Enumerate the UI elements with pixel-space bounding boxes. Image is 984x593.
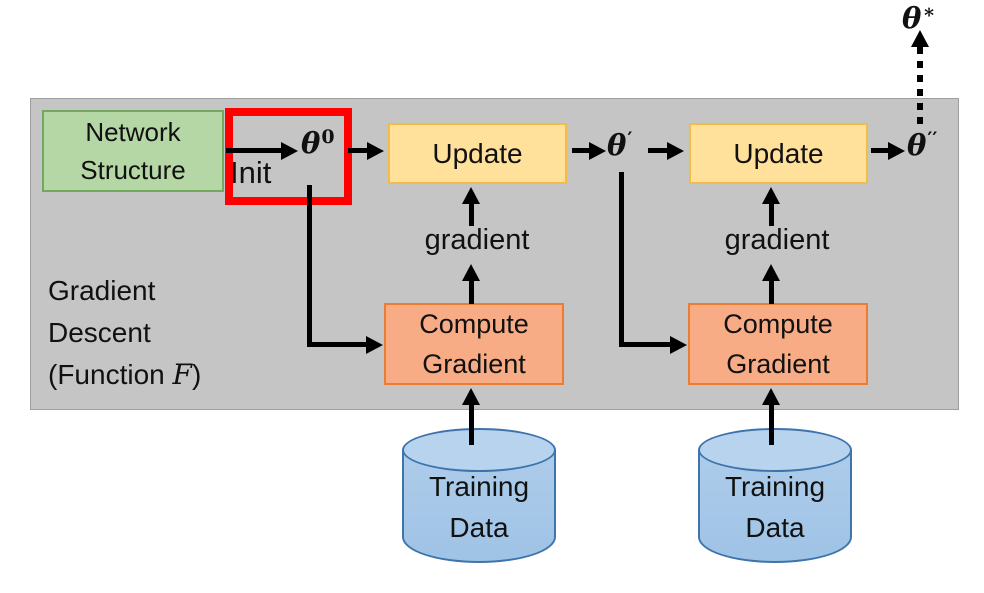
arrow-td2-cg2-head: [762, 388, 780, 405]
red-highlight-frame: [225, 108, 352, 205]
update1-node: Update: [388, 123, 567, 184]
dotted-arrow-theta2-to-thetastar: [917, 47, 923, 129]
cylinder-top: [698, 428, 852, 472]
theta0-symbol: θ0: [301, 126, 335, 160]
arrow-td1-cg1-head: [462, 388, 480, 405]
arrow-theta1-update2-head: [667, 142, 684, 160]
arrow-theta0-update1-head: [367, 142, 384, 160]
update1-label: Update: [432, 137, 523, 169]
arrow-td2-cg2-shaft: [769, 403, 774, 445]
arrow-cg2-gradient2-shaft: [769, 279, 774, 304]
elbow-theta1-cg2-horizontal: [619, 342, 671, 347]
arrow-update2-theta2-shaft: [871, 148, 889, 153]
arrow-cg2-gradient2-head: [762, 264, 780, 281]
compute-gradient1-label-line1: Compute: [419, 309, 529, 339]
arrow-cg1-gradient1-shaft: [469, 279, 474, 304]
arrow-update1-theta1-head: [589, 142, 606, 160]
gradient2-label: gradient: [724, 224, 830, 256]
elbow-theta0-cg1-vertical: [307, 185, 312, 347]
compute-gradient1-label-line2: Gradient: [422, 349, 526, 379]
elbow-theta1-cg2-head: [670, 336, 687, 354]
network-structure-label-line1: Network: [85, 117, 181, 147]
compute-gradient2-node: Compute Gradient: [688, 303, 868, 385]
arrow-gradient2-update2-shaft: [769, 202, 774, 226]
theta-double-prime-symbol: θ′′: [907, 128, 938, 162]
arrow-init-shaft: [226, 148, 282, 153]
dotted-arrowhead-up-icon: [911, 30, 929, 47]
training-data2-label: Training Data: [724, 471, 826, 543]
training-data1-label: Training Data: [428, 471, 530, 543]
arrow-gradient1-update1-shaft: [469, 202, 474, 226]
compute-gradient1-node: Compute Gradient: [384, 303, 564, 385]
arrow-gradient2-update2-head: [762, 187, 780, 204]
update2-node: Update: [689, 123, 868, 184]
update2-label: Update: [733, 137, 824, 169]
theta-star-symbol: θ∗: [902, 1, 936, 35]
arrow-td1-cg1-shaft: [469, 403, 474, 445]
network-structure-node: Network Structure: [42, 110, 224, 192]
arrow-gradient1-update1-head: [462, 187, 480, 204]
gradient1-label: gradient: [424, 224, 530, 256]
arrow-theta0-update1-shaft: [348, 148, 368, 153]
arrow-init-head: [281, 142, 298, 160]
panel-caption-line1: Gradient: [48, 275, 156, 306]
arrow-cg1-gradient1-head: [462, 264, 480, 281]
arrow-theta1-update2-shaft: [648, 148, 668, 153]
training-data1-node: Training Data: [402, 428, 556, 565]
training-data2-node: Training Data: [698, 428, 852, 565]
init-label: Init: [230, 155, 272, 190]
compute-gradient2-label-line1: Compute: [723, 309, 833, 339]
panel-caption-line2: Descent: [48, 317, 151, 348]
arrow-update2-theta2-head: [888, 142, 905, 160]
panel-caption-line3: (Function F): [48, 358, 202, 391]
theta-prime-symbol: θ′: [607, 128, 633, 162]
network-structure-label-line2: Structure: [80, 155, 186, 185]
panel-caption: Gradient Descent (Function F): [48, 270, 201, 396]
function-f-symbol: F: [172, 358, 192, 391]
compute-gradient2-label-line2: Gradient: [726, 349, 830, 379]
elbow-theta0-cg1-head: [366, 336, 383, 354]
arrow-update1-theta1-shaft: [572, 148, 590, 153]
elbow-theta0-cg1-horizontal: [307, 342, 367, 347]
cylinder-top: [402, 428, 556, 472]
elbow-theta1-cg2-vertical: [619, 172, 624, 347]
